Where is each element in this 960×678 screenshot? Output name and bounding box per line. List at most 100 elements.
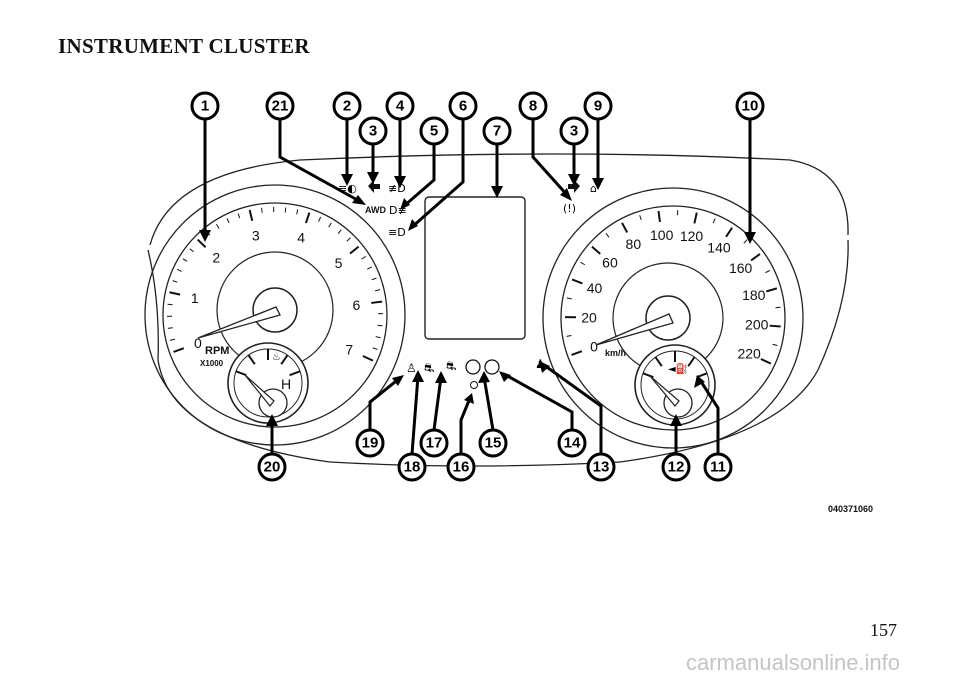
temperature-gauge: ♨ H bbox=[227, 342, 309, 424]
tachometer-major-tick bbox=[173, 347, 185, 353]
fuel-needle bbox=[649, 375, 680, 407]
callout-5: 5 bbox=[419, 116, 449, 146]
temperature-needle bbox=[244, 374, 275, 407]
cluster-housing-right bbox=[619, 239, 849, 463]
tachometer-minor-tick bbox=[367, 266, 372, 270]
svg-text:6: 6 bbox=[459, 98, 467, 115]
svg-text:19: 19 bbox=[362, 435, 379, 452]
tachometer-minor-tick bbox=[337, 229, 342, 234]
tachometer-scale bbox=[167, 207, 383, 362]
fuel-gauge: ◄⛽ bbox=[634, 344, 716, 426]
center-display-screen bbox=[424, 196, 526, 340]
tachometer-number: 0 bbox=[194, 335, 202, 351]
cluster-housing-left bbox=[147, 249, 331, 463]
callout-10: 10 bbox=[735, 91, 765, 121]
callout-14: 14 bbox=[557, 428, 587, 458]
callout-21: 21 bbox=[265, 91, 295, 121]
speedometer-number: 100 bbox=[650, 227, 674, 243]
tachometer-major-tick bbox=[349, 245, 360, 255]
speedometer-number: 40 bbox=[587, 280, 603, 296]
tachometer-minor-tick bbox=[167, 327, 173, 329]
speedometer-number: 200 bbox=[745, 317, 769, 333]
tachometer-minor-tick bbox=[375, 336, 381, 339]
speedometer-number: 120 bbox=[680, 228, 704, 244]
tachometer-minor-tick bbox=[361, 255, 366, 260]
temperature-gauge-major-tick bbox=[280, 354, 289, 365]
check-engine-icon: ⌂ bbox=[590, 182, 597, 195]
svg-text:4: 4 bbox=[396, 98, 405, 115]
fuel-gauge-major-tick bbox=[654, 356, 663, 367]
left-turn-signal-icon bbox=[368, 180, 380, 193]
tachometer-minor-tick bbox=[176, 268, 182, 272]
speedometer-major-tick bbox=[725, 227, 733, 238]
speedometer-major-tick bbox=[766, 287, 778, 293]
callout-18: 18 bbox=[397, 452, 427, 482]
tachometer-bezel-outer bbox=[144, 184, 406, 446]
tachometer-minor-tick bbox=[318, 216, 322, 222]
svg-text:1: 1 bbox=[201, 98, 209, 115]
svg-text:7: 7 bbox=[493, 123, 501, 140]
callout-9: 9 bbox=[583, 91, 613, 121]
speedometer-number: 180 bbox=[742, 287, 766, 303]
svg-text:15: 15 bbox=[485, 435, 502, 452]
tachometer-number: 2 bbox=[212, 250, 220, 266]
speedometer-major-tick bbox=[571, 278, 583, 285]
callout-3-left: 3 bbox=[358, 116, 388, 146]
cluster-housing-top bbox=[149, 153, 849, 246]
tachometer-minor-tick bbox=[375, 289, 381, 292]
tachometer-minor-tick bbox=[189, 248, 194, 253]
tachometer-major-tick bbox=[196, 238, 207, 248]
svg-text:11: 11 bbox=[710, 459, 726, 476]
rpm-label: RPM bbox=[205, 345, 229, 357]
speedometer-scale bbox=[564, 210, 781, 365]
speedometer-minor-tick bbox=[566, 297, 572, 300]
tachometer-minor-tick bbox=[371, 277, 377, 281]
tachometer-number: 1 bbox=[191, 290, 199, 306]
tachometer-minor-tick bbox=[346, 237, 351, 242]
callout-6: 6 bbox=[448, 91, 478, 121]
callout-16: 16 bbox=[446, 452, 476, 482]
right-turn-signal-icon bbox=[568, 180, 580, 193]
speedometer-major-tick bbox=[769, 324, 781, 328]
svg-text:16: 16 bbox=[453, 459, 470, 476]
svg-text:2: 2 bbox=[343, 98, 351, 115]
speedometer-minor-tick bbox=[605, 233, 610, 238]
temperature-gauge-major-tick bbox=[289, 370, 301, 377]
coolant-temperature-icon: ♨ bbox=[272, 352, 281, 363]
multiplier-label: X1000 bbox=[200, 359, 224, 368]
stability-control-off-icon: ⛐ bbox=[446, 359, 456, 373]
tachometer-minor-tick bbox=[296, 209, 299, 215]
brake-warning-icon bbox=[484, 359, 500, 375]
watermark: carmanualsonline.info bbox=[686, 650, 901, 675]
tachometer-minor-tick bbox=[172, 280, 178, 283]
speedometer-number: 0 bbox=[590, 339, 598, 355]
svg-text:18: 18 bbox=[404, 459, 421, 476]
callout-4: 4 bbox=[385, 91, 415, 121]
svg-text:12: 12 bbox=[668, 459, 685, 476]
leader-arrowheads bbox=[199, 172, 756, 426]
speedometer-bezel-inner bbox=[560, 205, 786, 431]
speedometer-number: 20 bbox=[581, 309, 597, 325]
upper-indicator-row: ≡◐ ≢D AWD D≢ ≡D ⌂ (!) bbox=[338, 180, 597, 239]
callout-8: 8 bbox=[518, 91, 548, 121]
svg-text:17: 17 bbox=[426, 435, 443, 452]
callout-12: 12 bbox=[661, 452, 691, 482]
speedometer-minor-tick bbox=[772, 343, 778, 347]
callout-11: 11 bbox=[703, 452, 733, 482]
speedometer-minor-tick bbox=[566, 334, 572, 337]
svg-text:3: 3 bbox=[369, 123, 377, 140]
svg-text:5: 5 bbox=[430, 123, 438, 140]
tachometer-minor-tick bbox=[372, 347, 378, 350]
page-number: 157 bbox=[870, 620, 897, 640]
figure-id: 040371060 bbox=[828, 504, 873, 514]
svg-text:8: 8 bbox=[529, 98, 537, 115]
speedometer-minor-tick bbox=[743, 239, 748, 244]
speedometer-bezel-outer bbox=[542, 187, 804, 449]
tachometer-major-tick bbox=[362, 355, 374, 362]
tachometer-number: 5 bbox=[335, 255, 343, 271]
stability-control-icon: ⛐ bbox=[424, 361, 434, 375]
